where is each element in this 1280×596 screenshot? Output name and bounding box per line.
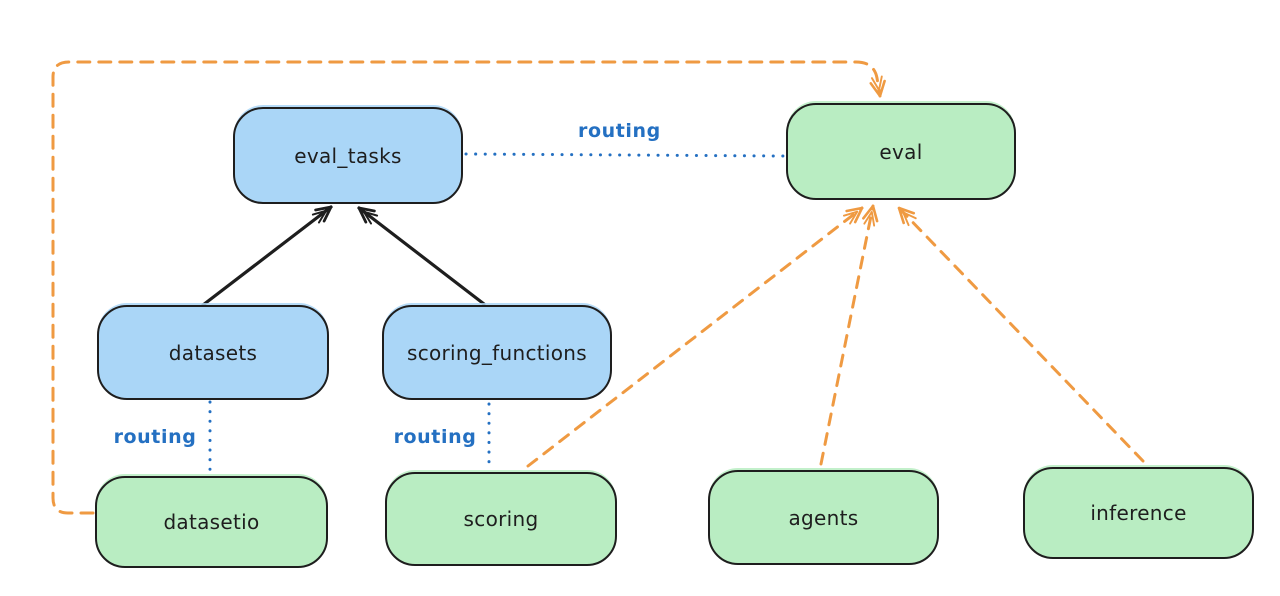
node-scoring-label: scoring [463,507,539,531]
node-scoring-functions-label: scoring_functions [406,340,588,365]
node-inference-label: inference [1090,501,1187,525]
edge-inference-to-eval [897,206,1145,463]
edge-label-routing-datasets-datasetio: routing [113,426,197,448]
node-eval-label: eval [879,139,923,164]
edge-label-routing-eval-tasks-eval: routing [578,120,661,142]
node-scoring-functions[interactable]: scoring_functions [382,305,612,400]
edge-datasetio-to-eval [51,60,886,515]
node-datasets-label: datasets [168,340,258,365]
node-eval-tasks[interactable]: eval_tasks [233,107,463,204]
edge-scoring-functions-to-eval-tasks [357,206,486,306]
edge-routing-eval-tasks-eval [464,152,785,158]
node-eval-tasks-label: eval_tasks [294,143,402,168]
node-eval[interactable]: eval [786,103,1016,200]
edge-agents-to-eval [819,204,879,466]
node-agents[interactable]: agents [708,470,939,565]
edge-scoring-to-eval [526,206,864,468]
node-datasetio-label: datasetio [163,510,260,534]
node-scoring[interactable]: scoring [385,472,617,566]
edge-label-routing-scoring-functions-scoring: routing [393,426,477,448]
node-datasets[interactable]: datasets [97,305,329,400]
node-inference[interactable]: inference [1023,467,1254,559]
edge-datasets-to-eval-tasks [201,205,333,307]
node-datasetio[interactable]: datasetio [95,476,328,568]
node-agents-label: agents [788,505,859,530]
